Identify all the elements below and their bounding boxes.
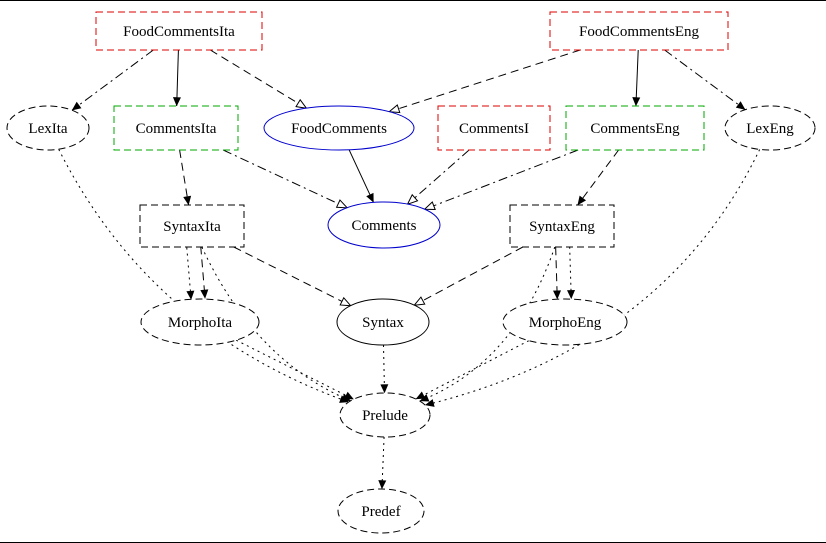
node-label-SyntaxEng: SyntaxEng — [529, 219, 595, 235]
node-shape-FoodComments — [263, 105, 415, 151]
node-shape-SyntaxIta — [139, 204, 245, 248]
node-CommentsEng: CommentsEng — [565, 105, 705, 151]
edge-SyntaxIta-MorphoIta — [186, 247, 195, 300]
edge-SyntaxEng-MorphoEng — [553, 247, 562, 300]
edge-FoodCommentsEng-FoodComments — [389, 49, 581, 112]
edge-CommentsEng-Comments — [425, 149, 579, 209]
node-LexEng: LexEng — [724, 105, 816, 151]
node-shape-CommentsIta — [113, 105, 239, 151]
edge-SyntaxEng-MorphoEng — [567, 246, 576, 300]
node-label-SyntaxIta: SyntaxIta — [163, 219, 221, 235]
node-label-CommentsIta: CommentsIta — [136, 121, 217, 137]
node-Syntax: Syntax — [336, 298, 430, 346]
node-Prelude: Prelude — [339, 392, 431, 438]
node-shape-Syntax — [336, 298, 430, 346]
node-label-Prelude: Prelude — [362, 408, 408, 424]
node-FoodCommentsEng: FoodCommentsEng — [549, 11, 729, 51]
node-shape-Comments — [327, 201, 441, 249]
node-label-CommentsI: CommentsI — [459, 121, 529, 137]
node-label-MorphoEng: MorphoEng — [529, 315, 602, 331]
edge-FoodCommentsEng-LexEng — [664, 49, 746, 111]
edge-SyntaxIta-MorphoIta — [200, 246, 209, 299]
node-label-LexIta: LexIta — [28, 121, 67, 137]
node-MorphoIta: MorphoIta — [140, 298, 260, 346]
edge-FoodCommentsEng-CommentsEng — [632, 49, 641, 107]
node-shape-Prelude — [339, 392, 431, 438]
node-label-FoodComments: FoodComments — [291, 121, 387, 137]
edge-CommentsIta-Comments — [222, 149, 347, 208]
edge-MorphoIta-Prelude — [235, 339, 354, 400]
node-label-Comments: Comments — [351, 218, 416, 234]
node-label-Predef: Predef — [361, 504, 400, 520]
node-FoodComments: FoodComments — [263, 105, 415, 151]
node-shape-LexIta — [6, 105, 90, 151]
edge-FoodComments-Comments — [348, 149, 374, 203]
edge-CommentsI-Comments — [408, 149, 470, 204]
node-Comments: Comments — [327, 201, 441, 249]
node-SyntaxEng: SyntaxEng — [509, 204, 615, 248]
node-shape-MorphoIta — [140, 298, 260, 346]
edge-MorphoEng-Prelude — [415, 340, 530, 400]
edge-SyntaxEng-Prelude — [419, 246, 556, 402]
edge-SyntaxEng-Syntax — [414, 246, 524, 305]
edge-CommentsIta-SyntaxIta — [179, 149, 192, 206]
node-shape-LexEng — [724, 105, 816, 151]
node-shape-MorphoEng — [502, 298, 628, 346]
edge-SyntaxIta-Prelude — [201, 246, 351, 402]
node-label-FoodCommentsIta: FoodCommentsIta — [123, 24, 235, 40]
node-shape-SyntaxEng — [509, 204, 615, 248]
edge-Syntax-Prelude — [380, 344, 389, 394]
edge-FoodCommentsIta-CommentsIta — [172, 49, 181, 107]
node-label-FoodCommentsEng: FoodCommentsEng — [579, 24, 700, 40]
edge-LexIta-Prelude — [58, 149, 349, 403]
node-shape-CommentsEng — [565, 105, 705, 151]
node-CommentsI: CommentsI — [437, 105, 551, 151]
node-label-MorphoIta: MorphoIta — [168, 315, 232, 331]
edge-SyntaxIta-Syntax — [233, 246, 351, 306]
edge-FoodCommentsIta-FoodComments — [210, 49, 306, 108]
edge-FoodCommentsIta-LexIta — [71, 49, 154, 111]
node-shape-Predef — [337, 488, 425, 534]
node-SyntaxIta: SyntaxIta — [139, 204, 245, 248]
edge-LexEng-Prelude — [424, 149, 761, 407]
edge-CommentsEng-SyntaxEng — [577, 149, 620, 206]
node-shape-FoodCommentsEng — [549, 11, 729, 51]
node-label-Syntax: Syntax — [362, 315, 404, 331]
node-Predef: Predef — [337, 488, 425, 534]
edges-layer — [58, 49, 761, 490]
node-shape-FoodCommentsIta — [95, 11, 263, 51]
node-FoodCommentsIta: FoodCommentsIta — [95, 11, 263, 51]
node-LexIta: LexIta — [6, 105, 90, 151]
node-label-LexEng: LexEng — [746, 121, 794, 137]
edge-Prelude-Predef — [378, 436, 387, 490]
node-shape-CommentsI — [437, 105, 551, 151]
node-CommentsIta: CommentsIta — [113, 105, 239, 151]
node-MorphoEng: MorphoEng — [502, 298, 628, 346]
node-label-CommentsEng: CommentsEng — [590, 121, 680, 137]
